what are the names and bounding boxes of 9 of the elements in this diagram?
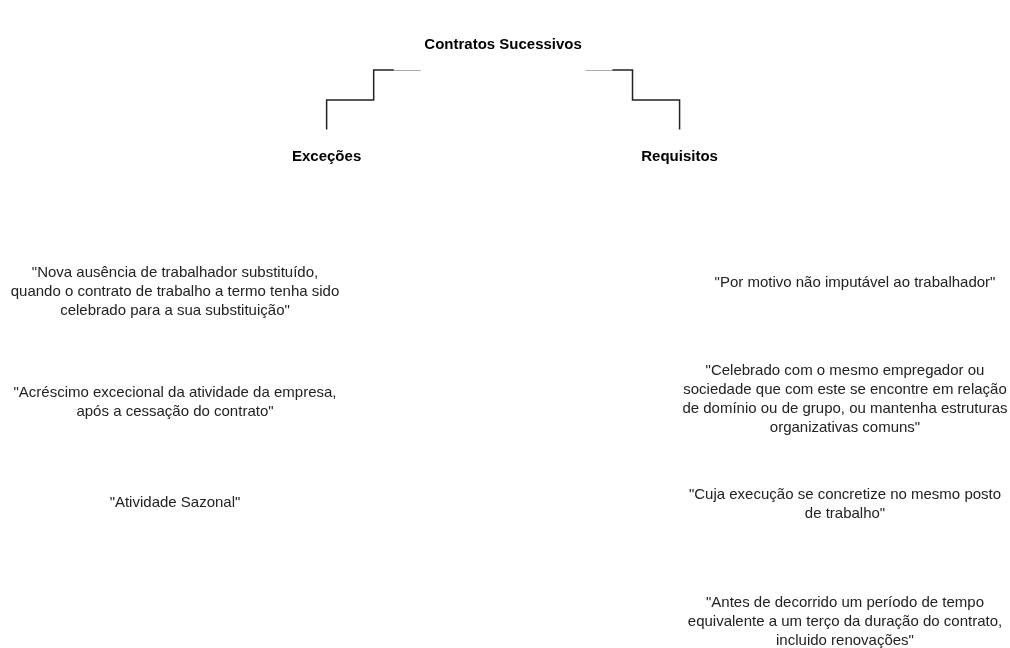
node-text: Exceções	[292, 147, 362, 164]
note-text: "Antes de decorrido um período de tempo equivalente a um terço da duração do contrato, incluido renovações"	[686, 592, 1004, 648]
note-text: "Por motivo não imputável ao trabalhador"	[713, 272, 997, 291]
note-text: "Atividade Sazonal"	[108, 492, 242, 511]
note-text: "Celebrado com o mesmo empregador ou sociedade que com este se encontre em relação de domínio ou de grupo, ou mantenha estruturas organizativas comuns"	[681, 360, 1009, 436]
note-text: "Cuja execução se concretize no mesmo posto de trabalho"	[687, 484, 1003, 522]
note-text: "Acréscimo excecional da atividade da empresa, após a cessação do contrato"	[12, 382, 338, 420]
note-text: "Nova ausência de trabalhador substituído, quando o contrato de trabalho a termo tenha sido celebrado para a sua substituição"	[10, 262, 340, 319]
node-text: Requisitos	[641, 147, 718, 164]
